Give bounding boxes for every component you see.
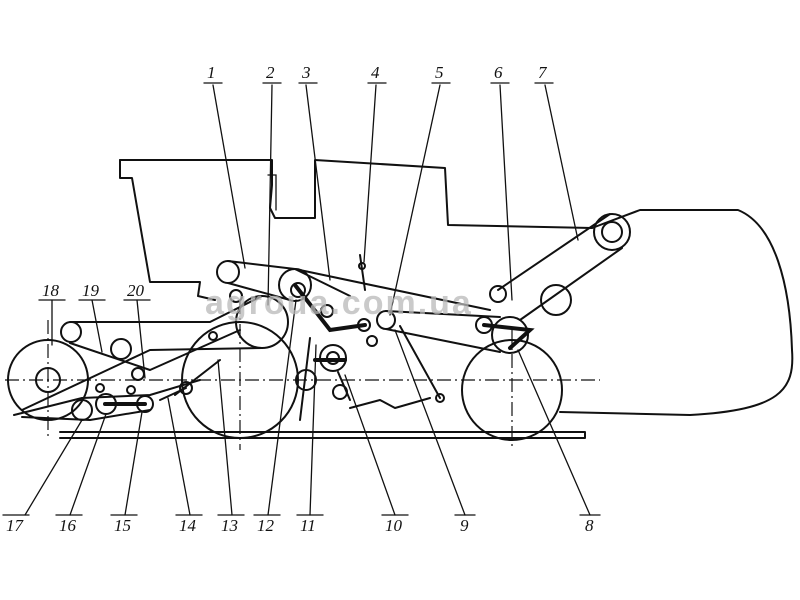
callout-13: 13	[221, 516, 238, 535]
callout-10: 10	[385, 516, 403, 535]
callout-8: 8	[585, 516, 594, 535]
callout-16: 16	[59, 516, 77, 535]
callout-19: 19	[82, 281, 100, 300]
callouts-bottom: 17 16 15 14 13 12 11 10 9 8	[2, 514, 601, 535]
callout-3: 3	[301, 63, 311, 82]
callout-18: 18	[42, 281, 60, 300]
callout-2: 2	[266, 63, 275, 82]
callout-11: 11	[300, 516, 316, 535]
callout-9: 9	[460, 516, 469, 535]
callout-20: 20	[127, 281, 145, 300]
harvester-body-outline	[59, 159, 794, 439]
axis-lines	[5, 300, 600, 450]
callout-7: 7	[538, 63, 548, 82]
callout-17: 17	[6, 516, 25, 535]
shafts	[103, 283, 535, 406]
drive-belts	[13, 213, 623, 421]
callout-6: 6	[494, 63, 503, 82]
callout-5: 5	[435, 63, 444, 82]
leader-lines	[24, 84, 591, 516]
callout-1: 1	[207, 63, 216, 82]
callout-4: 4	[371, 63, 380, 82]
callouts-top: 1 2 3 4 5 6 7	[203, 63, 554, 84]
callout-15: 15	[114, 516, 131, 535]
callout-12: 12	[257, 516, 275, 535]
watermark: agroua.com.ua	[205, 284, 473, 322]
callouts-left: 18 19 20	[38, 281, 151, 301]
callout-14: 14	[179, 516, 197, 535]
